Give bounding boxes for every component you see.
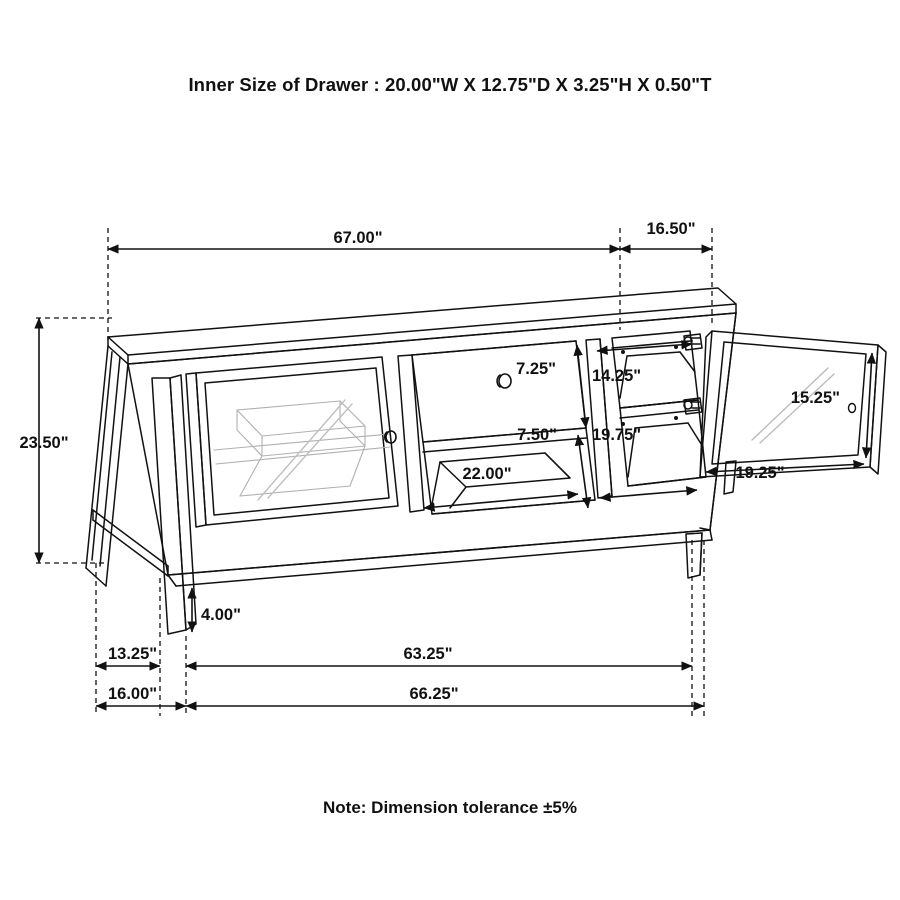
center-stile-right <box>585 338 613 499</box>
dim-label-6325: 63.25" <box>403 645 452 663</box>
dim-label-400: 4.00" <box>201 606 241 624</box>
dim-label-1925: 19.25" <box>735 464 784 482</box>
right-door-knob <box>847 402 857 414</box>
left-door-glass-reflection <box>257 399 353 501</box>
extension-lines <box>36 228 713 716</box>
left-door-glass-interior <box>213 400 391 497</box>
dim-6625: 66.25" <box>185 685 705 711</box>
right-door-glass <box>751 367 835 444</box>
dim-1425: 14.25" <box>592 340 693 385</box>
center-stile-left <box>397 354 425 513</box>
dim-1600: 16.00" <box>95 685 187 711</box>
dim-label-725: 7.25" <box>516 360 556 378</box>
base-rail <box>167 529 713 587</box>
dim-67: 67.00" <box>107 229 621 254</box>
center-drawer <box>411 340 587 443</box>
dim-1325: 13.25" <box>95 645 161 671</box>
cabinet-geometry <box>85 287 887 635</box>
dim-2200: 22.00" <box>423 465 579 512</box>
drawer-knob <box>496 373 512 389</box>
dim-label-67: 67.00" <box>333 229 382 247</box>
dim-label-1425: 14.25" <box>592 367 641 385</box>
left-glass-door <box>185 356 399 528</box>
dim-label-1600: 16.00" <box>108 685 157 703</box>
tolerance-note: Note: Dimension tolerance ±5% <box>323 798 577 817</box>
dim-label-6625: 66.25" <box>409 685 458 703</box>
left-door-knob <box>383 430 397 444</box>
dim-1650: 16.50" <box>619 220 713 254</box>
dim-label-1975: 19.75" <box>592 426 641 444</box>
page-title: Inner Size of Drawer : 20.00"W X 12.75"D… <box>188 74 712 95</box>
left-front-leg <box>151 374 197 635</box>
dim-label-750: 7.50" <box>517 426 557 444</box>
dim-1975: 19.75" <box>592 426 698 502</box>
dim-label-2200: 22.00" <box>462 465 511 483</box>
dim-1525: 15.25" <box>791 352 877 459</box>
dim-label-2350: 23.50" <box>19 434 68 452</box>
dim-label-1650: 16.50" <box>646 220 695 238</box>
dim-label-1325: 13.25" <box>108 645 157 663</box>
dim-2350: 23.50" <box>19 317 69 564</box>
dim-label-1525: 15.25" <box>791 389 840 407</box>
dim-6325: 63.25" <box>185 645 693 671</box>
door-hinge-lower <box>683 397 703 415</box>
top-panel <box>107 287 737 365</box>
left-side-frame <box>85 345 169 587</box>
dim-750: 7.50" <box>517 426 592 509</box>
dim-1925: 19.25" <box>705 459 865 482</box>
right-rear-leg <box>723 460 737 495</box>
dim-725: 7.25" <box>516 344 590 429</box>
dimension-annotations: 67.00" 16.50" 23.50" 7.25" 14.25" <box>19 220 877 716</box>
right-front-leg <box>685 532 703 579</box>
dim-400: 4.00" <box>187 587 241 633</box>
